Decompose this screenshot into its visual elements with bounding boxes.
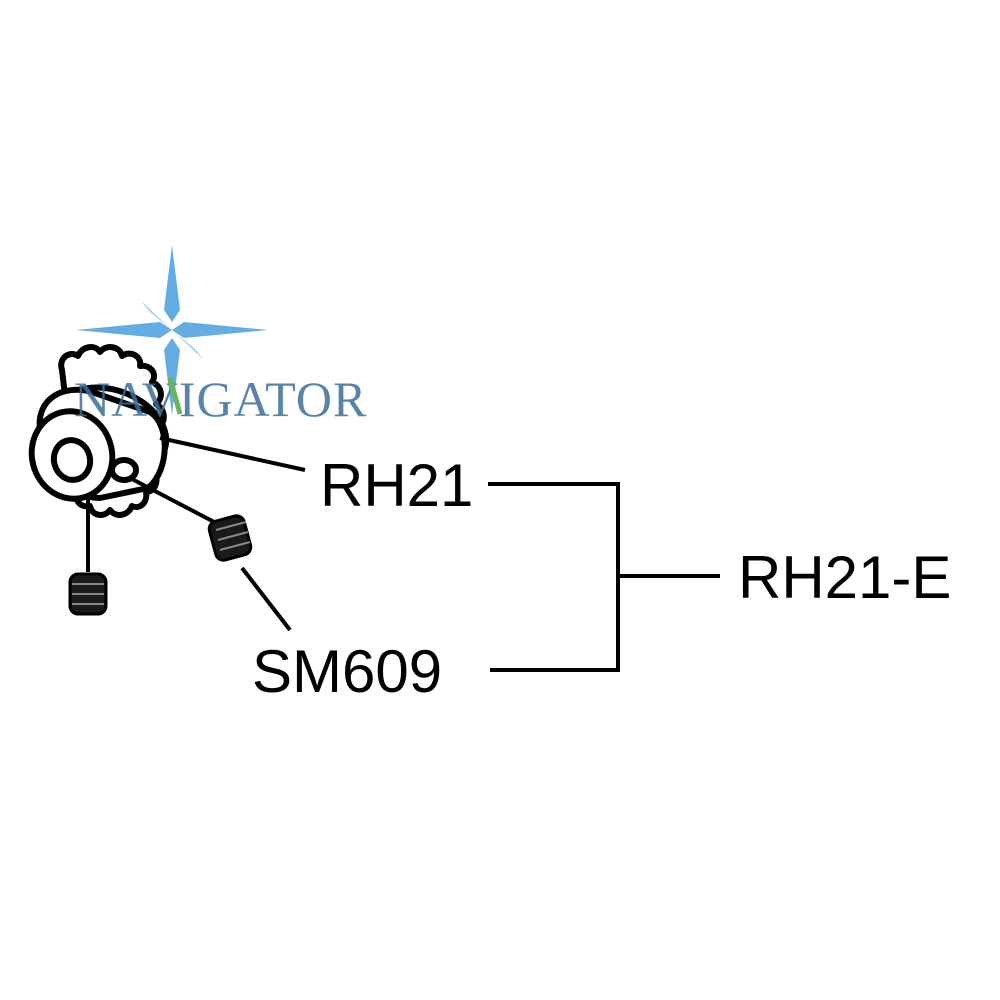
leader-gear xyxy=(159,436,306,472)
label-sm609: SM609 xyxy=(252,638,442,705)
gear-drawing xyxy=(28,344,170,518)
bracket-top xyxy=(488,482,620,672)
screw-hole xyxy=(109,457,139,483)
compass-star-icon xyxy=(76,245,268,415)
label-rh21: RH21 xyxy=(320,452,473,519)
gear-axes xyxy=(86,476,219,572)
watermark-text: NAVIGATOR xyxy=(74,371,367,427)
side-screw-axis xyxy=(129,476,219,526)
watermark-accent xyxy=(167,377,183,415)
label-rh21-e: RH21-E xyxy=(738,544,951,611)
set-screw-side xyxy=(207,514,253,562)
hub-bore xyxy=(50,437,94,483)
leader-screw xyxy=(240,566,292,632)
navigator-watermark: NAVIGATOR xyxy=(74,245,367,427)
set-screw-lower xyxy=(68,572,108,616)
leader-lines xyxy=(159,436,306,632)
assembly-bracket xyxy=(488,482,720,672)
